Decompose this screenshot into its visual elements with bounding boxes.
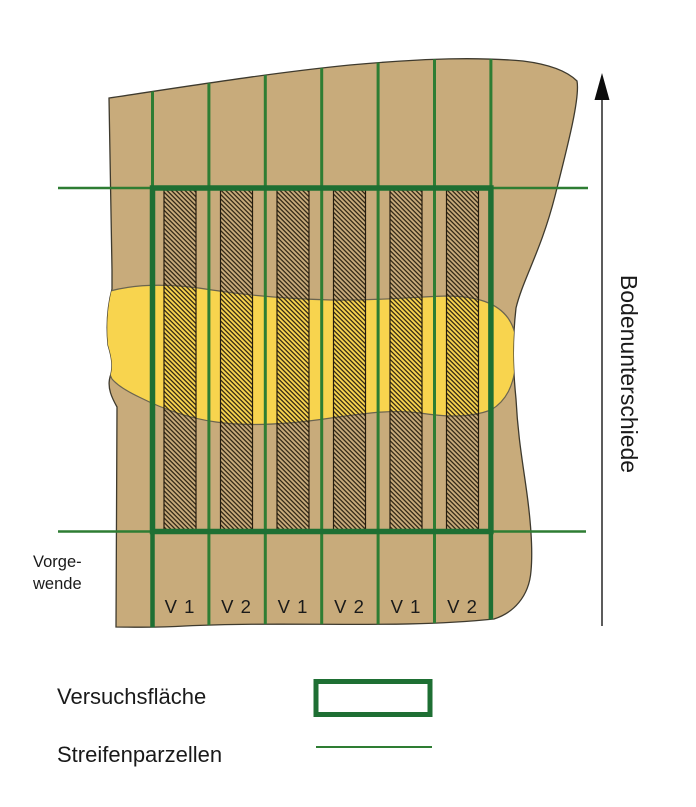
- strip-parcel: [219, 189, 254, 532]
- strip-label: V 2: [447, 596, 478, 617]
- soil-differences-label: Bodenunterschiede: [616, 275, 642, 473]
- legend-label-strip-parcels: Streifenparzellen: [57, 742, 222, 767]
- strip-label: V 1: [278, 596, 309, 617]
- strip-label: V 1: [391, 596, 422, 617]
- trial-area-rectangle: [149, 185, 494, 535]
- headland-label-line1: Vorge-: [33, 553, 82, 571]
- soil-gradient-axis: Bodenunterschiede: [594, 73, 642, 626]
- strip-parcel: [445, 189, 480, 532]
- up-arrow-icon: [594, 73, 610, 100]
- headland-label: Vorge- wende: [32, 553, 82, 593]
- strip-label: V 2: [334, 596, 365, 617]
- hatched-strip-parcels: [163, 189, 480, 532]
- legend: Versuchsfläche Streifenparzellen: [57, 679, 433, 767]
- strip-label: V 2: [221, 596, 252, 617]
- strip-parcel: [163, 189, 197, 532]
- strip-parcel: [332, 189, 367, 532]
- strip-parcel: [276, 189, 310, 532]
- strip-label: V 1: [165, 596, 196, 617]
- strip-parcel: [389, 189, 423, 532]
- strip-labels: V 1 V 2 V 1 V 2 V 1 V 2: [165, 596, 478, 617]
- headland-label-line2: wende: [32, 575, 82, 593]
- legend-trial-area-swatch: [313, 679, 433, 717]
- legend-label-trial-area: Versuchsfläche: [57, 684, 206, 709]
